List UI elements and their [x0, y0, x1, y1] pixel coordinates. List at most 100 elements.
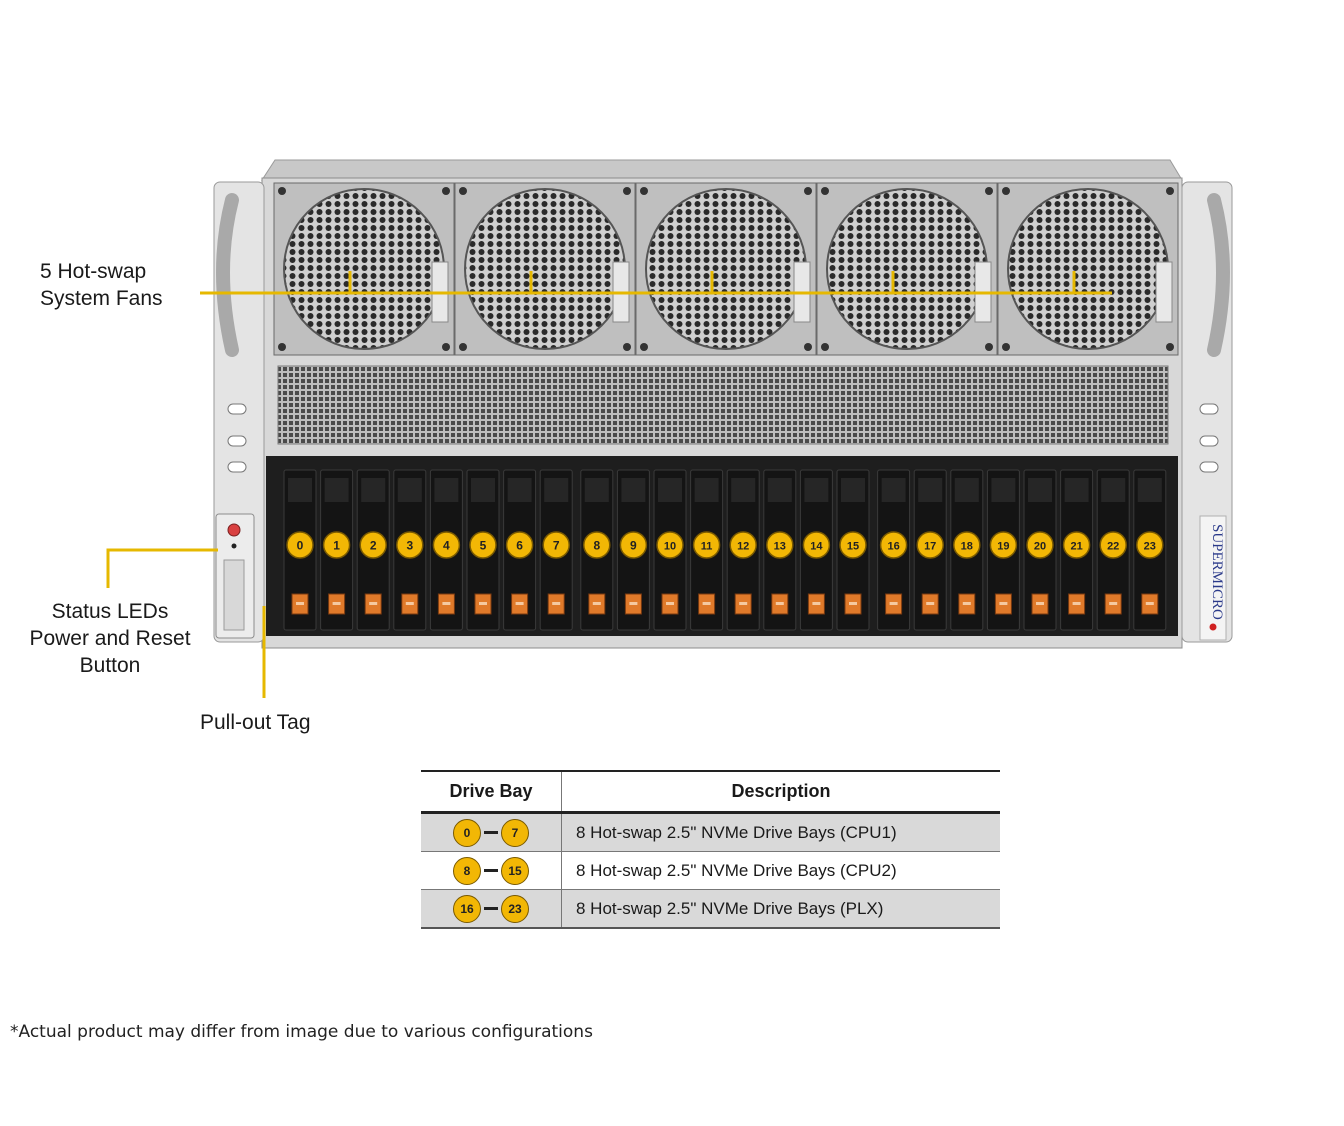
callout-lines [106, 291, 1112, 698]
bay-number-label: 8 [593, 539, 600, 553]
bay-number-badge [879, 531, 908, 559]
fan-modules [273, 182, 1179, 356]
drive-bay[interactable]: 4 [429, 469, 463, 631]
bay-number-label: 22 [1107, 541, 1119, 553]
drive-bay[interactable]: 13 [763, 469, 797, 631]
footnote: *Actual product may differ from image du… [10, 1022, 593, 1042]
bay-number-label: 4 [443, 539, 450, 553]
bay-number-label: 7 [553, 539, 560, 553]
bay-number-badge [542, 531, 570, 559]
bay-number-label: 1 [333, 539, 340, 553]
bay-badge-icon: 8 [453, 856, 481, 885]
drive-bay[interactable]: 7 [539, 469, 573, 631]
drive-bay[interactable]: 14 [799, 469, 833, 631]
bay-number-label: 6 [516, 539, 523, 553]
drive-bay[interactable]: 8 [580, 469, 614, 631]
status-callout-line3: Button [79, 654, 141, 677]
drive-bay[interactable]: 19 [986, 469, 1020, 631]
drive-bay[interactable]: 10 [653, 469, 687, 631]
drive-bay[interactable]: 12 [726, 469, 760, 631]
bay-number-badge [583, 531, 611, 559]
left-handle [216, 193, 239, 357]
drive-bay[interactable]: 5 [466, 469, 500, 631]
brand-logo: SUPERMICRO [1209, 524, 1225, 620]
drive-bay[interactable]: 11 [690, 469, 724, 631]
fan-module[interactable] [635, 182, 817, 356]
bay-number-label: 15 [847, 541, 859, 553]
bay-number-label: 19 [997, 541, 1009, 553]
bay-number-badge [802, 531, 831, 559]
fans-callout-label: 5 Hot-swap System Fans [40, 258, 163, 312]
bay-badge-icon: 16 [453, 894, 481, 923]
power-button-icon[interactable] [227, 523, 241, 537]
bay-number-label: 10 [664, 541, 676, 553]
fan-module[interactable] [273, 182, 455, 356]
bay-number-badge [286, 531, 314, 559]
bay-number-label: 9 [630, 539, 637, 553]
drive-bay[interactable]: 22 [1096, 469, 1130, 631]
bay-badge-icon: 7 [501, 818, 529, 847]
fan-module[interactable] [816, 182, 998, 356]
drive-bay[interactable]: 0 [283, 469, 317, 631]
bay-number-label: 11 [701, 541, 713, 553]
bay-number-badge [729, 531, 757, 559]
bay-number-label: 21 [1070, 541, 1082, 553]
bay-number-badge [656, 531, 684, 559]
bay-number-badge [916, 531, 944, 559]
bay-number-label: 12 [737, 541, 749, 553]
bay-number-badge [469, 531, 497, 559]
status-callout-label: Status LEDs Power and Reset Button [10, 598, 210, 679]
bay-number-label: 3 [406, 539, 413, 553]
bay-number-label: 2 [370, 539, 377, 553]
chassis-lid [261, 159, 1183, 181]
status-callout-line2: Power and Reset [29, 627, 191, 650]
drive-bay[interactable]: 20 [1023, 469, 1057, 631]
bay-number-badge [989, 531, 1018, 559]
drive-bay[interactable]: 17 [913, 469, 947, 631]
drive-bay[interactable]: 15 [836, 469, 870, 631]
status-led-icon [231, 543, 237, 549]
bay-number-label: 14 [810, 541, 823, 553]
header-drive-bay: Drive Bay [421, 770, 562, 814]
front-mesh-vent [277, 365, 1169, 445]
fans-callout-line2: System Fans [40, 287, 163, 310]
bay-number-badge [766, 531, 794, 559]
bay-number-label: 23 [1144, 541, 1156, 553]
bay-number-label: 20 [1034, 541, 1046, 553]
status-callout-line1: Status LEDs [51, 600, 169, 623]
bay-number-badge [505, 531, 534, 559]
fan-module[interactable] [997, 182, 1179, 356]
drive-bay[interactable]: 2 [356, 469, 390, 631]
bay-number-label: 17 [924, 541, 936, 553]
drive-bay[interactable]: 6 [503, 469, 537, 631]
bay-number-badge [1136, 531, 1164, 559]
drive-bay[interactable]: 9 [616, 469, 650, 631]
bay-badge-icon: 23 [501, 894, 529, 923]
bay-number-badge [396, 531, 424, 559]
bay-badge-icon: 0 [453, 818, 481, 847]
bay-number-badge [953, 531, 981, 559]
status-callout-line [106, 548, 218, 588]
fan-module[interactable] [454, 182, 636, 356]
bay-number-label: 16 [887, 541, 899, 553]
bay-number-badge [692, 531, 721, 559]
drive-bay[interactable]: 23 [1133, 469, 1167, 631]
drive-bay[interactable]: 3 [393, 469, 427, 631]
bay-number-label: 13 [774, 541, 786, 553]
bay-number-badge [432, 531, 461, 559]
right-handle [1207, 193, 1230, 357]
drive-bay[interactable]: 16 [877, 469, 911, 631]
header-description: Description [561, 770, 1000, 814]
brand-dot-icon [1209, 623, 1217, 631]
drive-bay[interactable]: 21 [1060, 469, 1094, 631]
drive-bay[interactable]: 1 [320, 469, 354, 631]
drive-bay[interactable]: 18 [950, 469, 984, 631]
